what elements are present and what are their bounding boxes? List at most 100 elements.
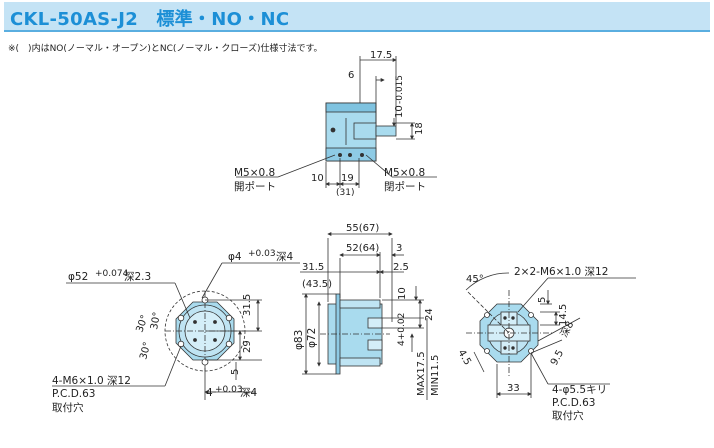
screw-dot — [511, 316, 515, 320]
leader-line — [174, 282, 191, 319]
dim-3: 3 — [396, 243, 402, 254]
leader-line — [473, 351, 485, 373]
dia-52: φ52 — [68, 271, 88, 283]
leader-line — [164, 345, 182, 387]
dia-4-top-tol: +0.03 — [248, 249, 276, 259]
front-view — [300, 232, 428, 400]
dim-19: 19 — [341, 173, 354, 184]
screw-dot — [213, 338, 217, 342]
mount-hole — [484, 348, 490, 354]
dim-55: 55(67) — [346, 223, 379, 234]
dia-4-bottom-tol: +0.03 — [215, 385, 243, 395]
dim-31-5: 31.5 — [242, 294, 253, 316]
mount-hole — [528, 312, 534, 318]
left-mount-label: 取付穴 — [52, 401, 84, 414]
right-hole-note: 4-φ5.5キリ — [552, 384, 607, 396]
pin-hole — [201, 358, 209, 366]
angle-30b: 30° — [149, 311, 163, 330]
dim-24: 24 — [424, 308, 435, 321]
spec-note: ※( )内はNO(ノーマル・オープン)とNC(ノーマル・クローズ)仕様寸法です。 — [8, 44, 323, 54]
screw-dot — [511, 346, 515, 350]
dim-17-5: 17.5 — [370, 50, 392, 61]
dim-6: 6 — [348, 70, 354, 81]
screw-dot — [193, 338, 197, 342]
top-view — [236, 56, 437, 188]
top-view-screw — [359, 152, 364, 157]
leader-line — [537, 317, 581, 342]
dim-9-5: 9.5 — [549, 348, 566, 367]
right-view — [465, 272, 636, 398]
screw-dot — [503, 316, 507, 320]
front-view-labels: 55(67) 52(64) 3 31.5 (43.5) 2.5 10 24 φ8… — [293, 223, 441, 396]
dim-31-5-front: 31.5 — [302, 262, 324, 273]
right-pcd-note: P.C.D.63 — [552, 397, 596, 409]
right-mount-label: 取付穴 — [552, 409, 584, 422]
port-left-thread: M5×0.8 — [234, 167, 275, 179]
mount-hole — [177, 340, 185, 348]
dim-31: (31) — [336, 188, 354, 198]
angle-arc — [465, 272, 510, 291]
mount-hole — [225, 314, 233, 322]
max-stroke: MAX17.5 — [416, 351, 427, 396]
depth-2-3: 深2.3 — [124, 271, 151, 283]
top-view-shaft-boss — [353, 122, 377, 140]
dim-2-5: 2.5 — [393, 262, 409, 273]
dim-14-5: 14.5 — [558, 304, 569, 326]
leader-line — [365, 154, 393, 178]
angle-ref-line — [467, 291, 510, 334]
leader-line — [530, 339, 563, 354]
mount-hole — [484, 312, 490, 318]
left-thread-note: 4-M6×1.0 深12 — [52, 375, 131, 387]
dim-5-right: 5 — [537, 297, 548, 303]
screw-dot — [193, 320, 197, 324]
depth-4-bottom: 深4 — [240, 387, 257, 399]
dim-4-tol: 4+0.02 — [397, 313, 407, 346]
left-pcd-note: P.C.D.63 — [52, 388, 96, 400]
dia-4-bottom: 4 — [206, 387, 213, 399]
leader-line — [277, 154, 336, 178]
title-bar: CKL-50AS-J2 標準・NO・NC — [4, 2, 710, 32]
dim-33: 33 — [507, 383, 520, 394]
dim-43-5: (43.5) — [302, 279, 332, 290]
top-view-labels: 17.5 6 10 -0.015 18 M5×0.8 開ポート M5×0.8 閉… — [234, 50, 426, 198]
mount-hole — [225, 340, 233, 348]
top-view-screw — [337, 152, 342, 157]
dim-29: 29 — [242, 340, 253, 353]
dim-10: 10 — [311, 173, 324, 184]
front-view-finger — [367, 339, 383, 351]
leader-line — [517, 277, 549, 313]
min-stroke: MIN11.5 — [430, 355, 441, 396]
left-view — [52, 262, 300, 400]
front-view-jaw-top — [339, 299, 381, 309]
dim-4-5: 4.5 — [455, 348, 472, 367]
dim-5: 5 — [230, 369, 241, 375]
dim-bore: 10 — [394, 105, 405, 118]
angle-30c: 30° — [138, 341, 153, 361]
top-view-shaft — [375, 125, 397, 137]
top-view-port — [330, 127, 336, 133]
left-view-labels: φ4 +0.03 深4 φ52 +0.074 深2.3 31.5 29 5 30… — [52, 249, 293, 414]
dia-83: φ83 — [293, 330, 305, 350]
front-view-jaw-bottom — [339, 357, 381, 367]
top-view-screw — [347, 152, 352, 157]
page-title: CKL-50AS-J2 標準・NO・NC — [10, 9, 290, 30]
dim-18: 18 — [414, 122, 425, 135]
top-view-cap — [325, 102, 377, 113]
angle-30a: 30° — [134, 314, 150, 334]
dim-bore-tol: -0.015 — [395, 75, 405, 104]
dim-52: 52(64) — [346, 243, 379, 254]
right-thread-note: 2×2-M6×1.0 深12 — [514, 266, 608, 278]
depth-4-top: 深4 — [276, 251, 293, 263]
mount-hole — [177, 314, 185, 322]
dia-4-top: φ4 — [228, 251, 242, 263]
screw-dot — [213, 320, 217, 324]
dia-72: φ72 — [306, 328, 318, 348]
angle-45: 45° — [466, 274, 484, 285]
screw-dot — [503, 346, 507, 350]
dia-52-tol: +0.074 — [95, 269, 129, 279]
front-view-finger — [367, 317, 383, 329]
port-left-label: 開ポート — [234, 181, 276, 193]
dim-10-front: 10 — [397, 287, 408, 300]
port-right-label: 閉ポート — [384, 181, 426, 193]
